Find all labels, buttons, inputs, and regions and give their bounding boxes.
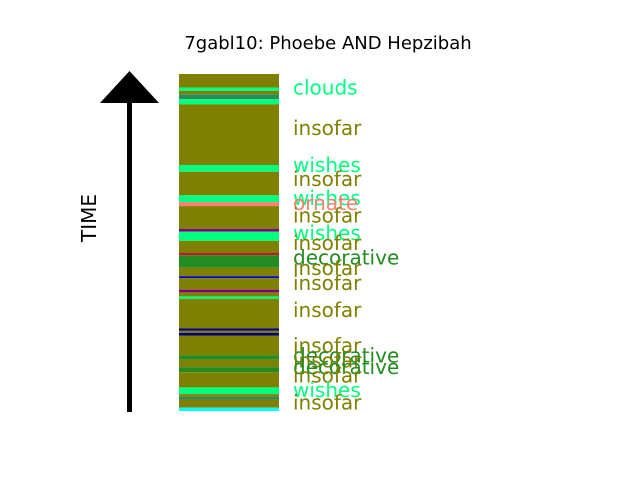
timeline-label: insofar (293, 364, 362, 388)
timeline-label: wishes (293, 153, 361, 177)
timeline-segment (179, 399, 279, 408)
timeline-label: clouds (293, 75, 358, 99)
timeline-bar (179, 74, 279, 411)
timeline-label: insofar (293, 348, 362, 372)
timeline-label: insofar (293, 298, 362, 322)
timeline-segment (179, 252, 279, 256)
timeline-label: insofar (293, 167, 362, 191)
timeline-segment (179, 99, 279, 105)
time-axis-shaft (127, 102, 132, 412)
timeline-segment (179, 387, 279, 395)
timeline-segment (179, 87, 279, 91)
timeline-label: wishes (293, 221, 361, 245)
timeline-segment (179, 289, 279, 293)
timeline-segment (179, 396, 279, 400)
timeline-segment (179, 367, 279, 373)
timeline-segment (179, 74, 279, 88)
timeline-label: decorative (293, 343, 399, 367)
timeline-segment (179, 278, 279, 290)
timeline-segment (179, 231, 279, 241)
timeline-segment (179, 407, 279, 411)
timeline-segment (179, 90, 279, 95)
timeline-label: insofar (293, 116, 362, 140)
timeline-segment (179, 292, 279, 297)
timeline-segment (179, 355, 279, 360)
timeline-segment (179, 255, 279, 268)
timeline-label: decorative (293, 246, 399, 270)
timeline-segment (179, 276, 279, 279)
chart-title: 7gabl10: Phoebe AND Hepzibah (184, 33, 471, 54)
timeline-segment (179, 372, 279, 388)
timeline-label: ornate (293, 191, 358, 215)
time-axis-arrowhead-icon (100, 71, 159, 103)
timeline-label: insofar (293, 271, 362, 295)
timeline-segment (179, 206, 279, 230)
timeline-segment (179, 335, 279, 356)
timeline-label: insofar (293, 231, 362, 255)
timeline-segment (179, 267, 279, 277)
timeline-label: wishes (293, 378, 361, 402)
timeline-segment (179, 94, 279, 100)
timeline-segment (179, 296, 279, 299)
timeline-segment (179, 328, 279, 331)
timeline-label: insofar (293, 391, 362, 415)
timeline-segment (179, 202, 279, 207)
timeline-segment (179, 229, 279, 232)
timeline-label: insofar (293, 256, 362, 280)
timeline-segment (179, 330, 279, 333)
timeline-segment (179, 298, 279, 329)
time-axis (100, 71, 159, 412)
timeline-segment (179, 195, 279, 203)
timeline-label: insofar (293, 333, 362, 357)
timeline-label: wishes (293, 186, 361, 210)
timeline-segment (179, 164, 279, 172)
timeline-segment (179, 104, 279, 165)
timeline-labels: cloudsinsofarwishesinsofarwishesornatein… (293, 75, 399, 414)
timeline-label: decorative (293, 355, 399, 379)
timeline-segment (179, 171, 279, 196)
timeline-segment (179, 332, 279, 336)
timeline-segment (179, 394, 279, 397)
timeline-label: insofar (293, 204, 362, 228)
timeline-segment (179, 240, 279, 253)
timeline-segment (179, 359, 279, 368)
y-axis-label: TIME (77, 194, 101, 243)
